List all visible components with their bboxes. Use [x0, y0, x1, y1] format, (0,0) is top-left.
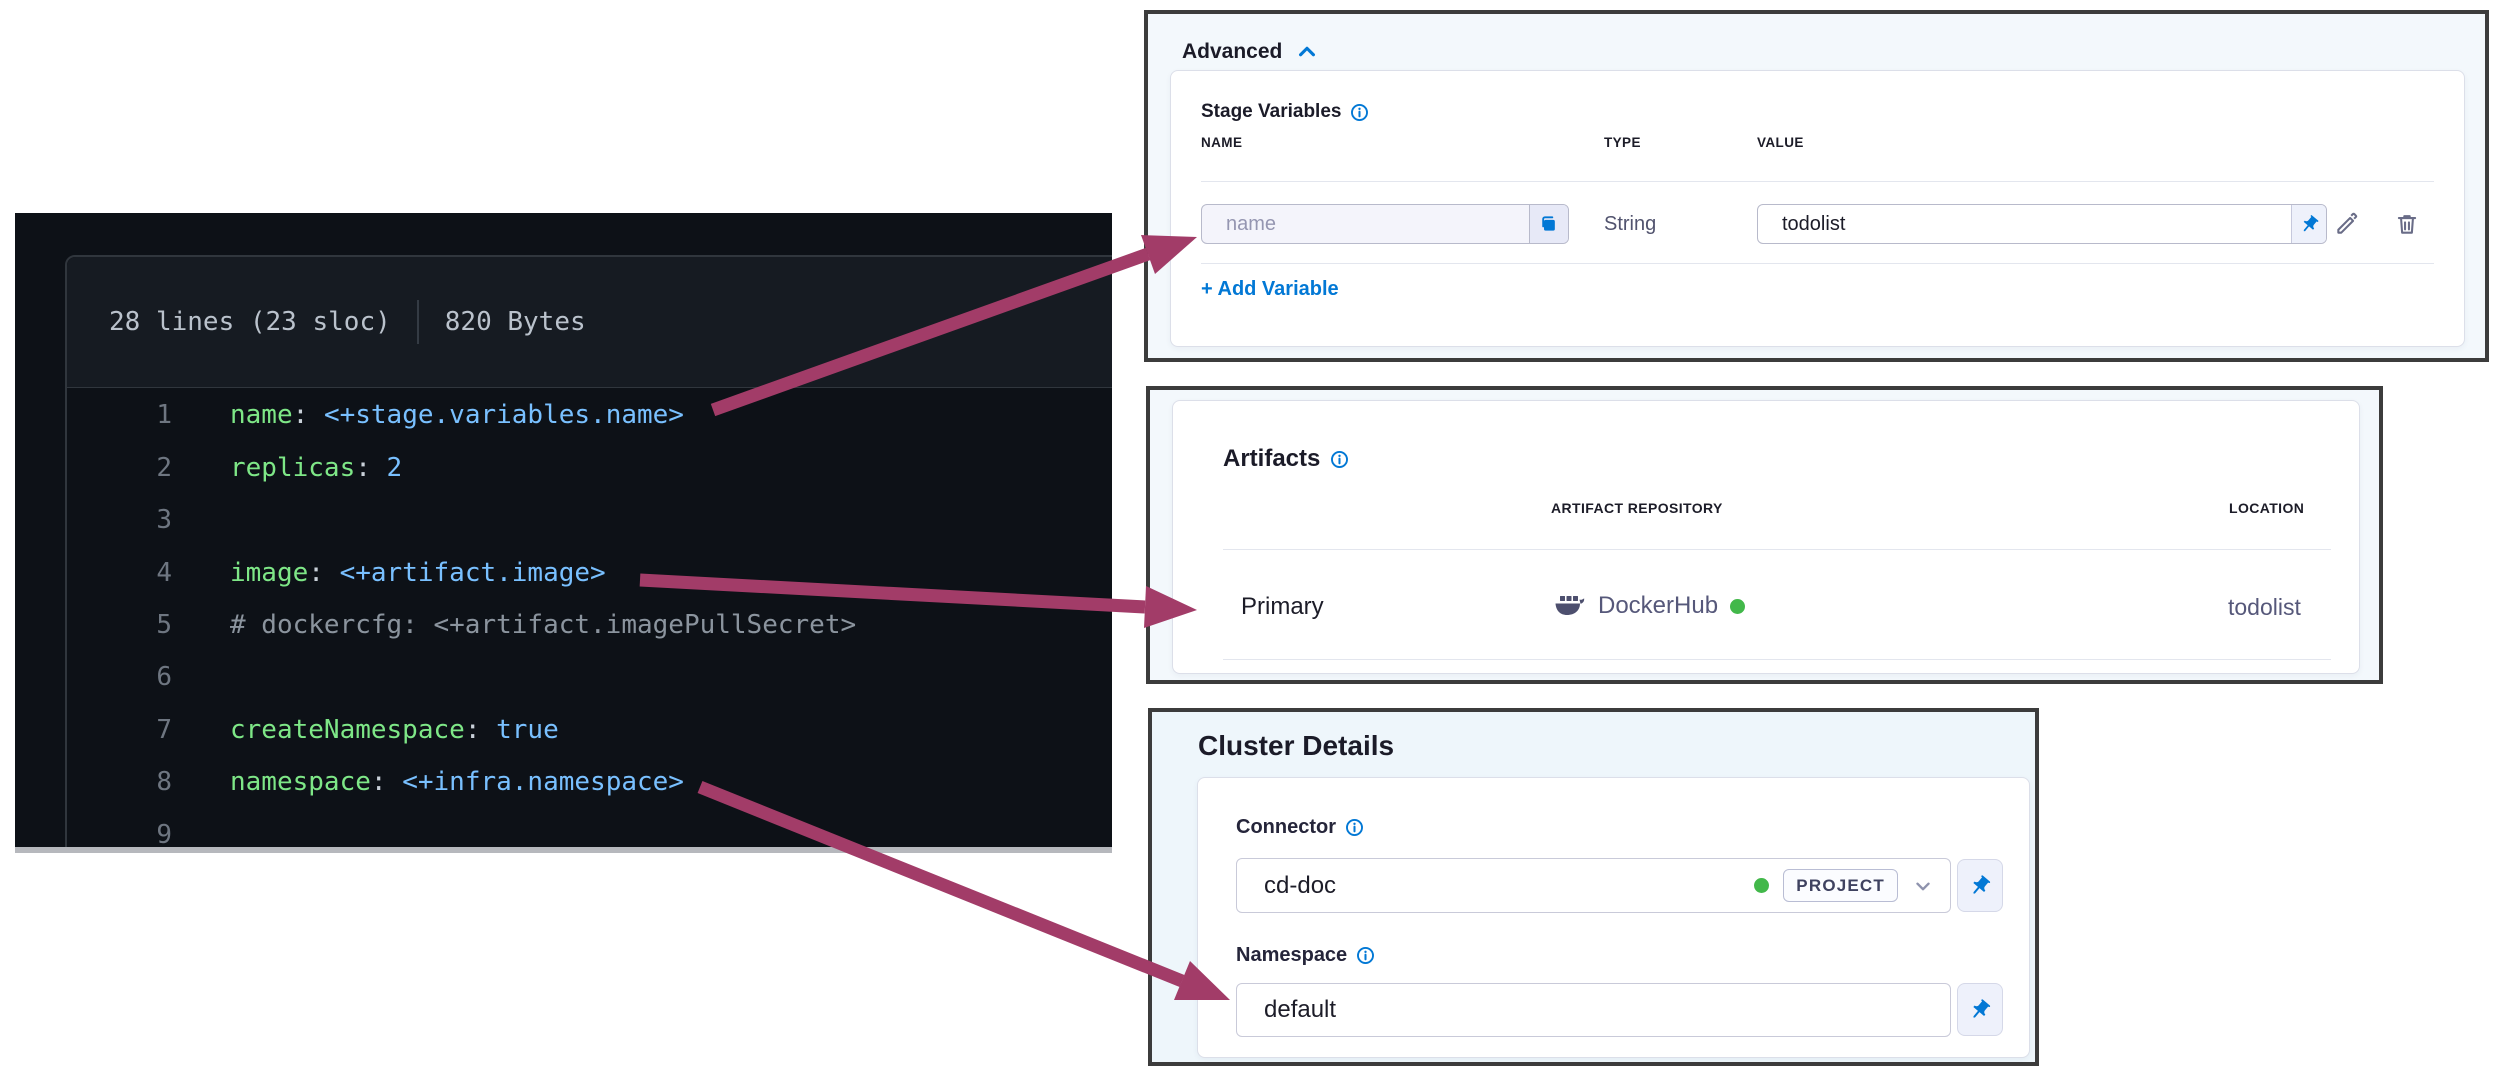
artifact-location-cell: todolist — [2228, 593, 2301, 620]
artifacts-card: Artifacts ARTIFACT REPOSITORY LOCATION P… — [1172, 400, 2360, 674]
delete-icon[interactable] — [2394, 211, 2420, 237]
file-lines-info: 28 lines (23 sloc) — [109, 307, 391, 337]
code-line: 1 name: <+stage.variables.name> — [15, 389, 1112, 441]
code-line-text: name: <+stage.variables.name> — [230, 400, 684, 431]
info-icon[interactable] — [1330, 450, 1349, 469]
file-size-info: 820 Bytes — [444, 307, 586, 337]
add-variable-button[interactable]: + Add Variable — [1201, 278, 1339, 300]
code-line-text: # dockercfg: <+artifact.imagePullSecret> — [230, 609, 857, 640]
line-number: 3 — [156, 505, 172, 536]
stage-variables-header: Stage Variables — [1201, 101, 1369, 123]
column-header-name: NAME — [1201, 135, 1243, 150]
docker-whale-icon — [1555, 596, 1585, 615]
code-line-text: replicas: 2 — [230, 452, 403, 483]
line-number: 9 — [156, 819, 172, 847]
code-lines: 1 name: <+stage.variables.name> 2 replicas:… — [15, 389, 1112, 847]
info-icon[interactable] — [1356, 946, 1375, 965]
pin-icon — [1973, 998, 1991, 1018]
code-line-text: createNamespace: true — [230, 714, 559, 745]
line-number: 2 — [156, 452, 172, 483]
variable-name-input[interactable] — [1202, 205, 1529, 243]
status-dot — [1754, 878, 1770, 893]
line-number: 7 — [156, 714, 172, 745]
code-line-text: namespace: <+infra.namespace> — [230, 767, 684, 798]
cluster-details-panel: Cluster Details Connector PROJECT — [1148, 708, 2039, 1066]
namespace-field — [1236, 983, 1951, 1037]
column-header-type: TYPE — [1604, 135, 1641, 150]
cluster-details-title: Cluster Details — [1198, 730, 1395, 761]
artifact-repository-name: DockerHub — [1598, 592, 1719, 619]
line-number: 8 — [156, 767, 172, 798]
code-line: 6 — [15, 651, 1112, 703]
chevron-down-icon[interactable] — [1912, 875, 1934, 897]
pin-button[interactable] — [1957, 859, 2003, 912]
row-divider — [1223, 659, 2331, 660]
status-dot — [1730, 598, 1746, 614]
copy-icon — [1542, 216, 1555, 231]
code-line: 8 namespace: <+infra.namespace> — [15, 756, 1112, 808]
artifacts-panel: Artifacts ARTIFACT REPOSITORY LOCATION P… — [1146, 386, 2383, 684]
artifact-repository-cell: DockerHub — [1554, 589, 1746, 623]
advanced-header[interactable]: Advanced — [1182, 40, 1318, 64]
line-number: 4 — [156, 557, 172, 588]
advanced-panel: Advanced Stage Variables NAME TYPE VALUE — [1144, 10, 2489, 362]
namespace-label: Namespace — [1236, 944, 1348, 966]
line-number: 5 — [156, 609, 172, 640]
info-icon[interactable] — [1350, 103, 1369, 122]
pin-button[interactable] — [2291, 205, 2326, 243]
copy-button[interactable] — [1529, 205, 1568, 243]
connector-input[interactable] — [1237, 859, 1755, 912]
artifact-row-label: Primary — [1241, 593, 1324, 620]
code-line-text: image: <+artifact.image> — [230, 557, 606, 588]
connector-label-row: Connector — [1236, 816, 1364, 839]
cluster-details-card: Connector PROJECT — [1197, 777, 2030, 1058]
column-header-location: LOCATION — [2229, 500, 2305, 516]
info-icon[interactable] — [1345, 818, 1364, 837]
header-divider — [416, 300, 419, 344]
code-line: 2 replicas: 2 — [15, 441, 1112, 493]
connector-label: Connector — [1236, 816, 1336, 838]
variable-value-field — [1757, 204, 2327, 244]
edit-icon[interactable] — [2334, 211, 2360, 237]
line-number: 6 — [156, 662, 172, 693]
code-viewer: 28 lines (23 sloc) 820 Bytes 1 name: <+st… — [15, 213, 1112, 847]
scope-badge: PROJECT — [1783, 869, 1898, 902]
chevron-up-icon[interactable] — [1296, 41, 1318, 63]
file-header: 28 lines (23 sloc) 820 Bytes — [67, 257, 1112, 388]
column-header-artifact-repository: ARTIFACT REPOSITORY — [1551, 500, 1723, 516]
connector-field: PROJECT — [1236, 858, 1951, 913]
line-number: 1 — [156, 400, 172, 431]
header-divider — [1201, 181, 2434, 182]
column-header-value: VALUE — [1757, 135, 1804, 150]
code-line: 5 # dockercfg: <+artifact.imagePullSecret… — [15, 599, 1112, 651]
namespace-input[interactable] — [1237, 984, 1950, 1036]
pin-icon — [1973, 874, 1991, 894]
code-line: 9 — [15, 809, 1112, 847]
header-divider — [1223, 549, 2331, 550]
variable-value-input[interactable] — [1758, 205, 2291, 243]
stage-variables-card: Stage Variables NAME TYPE VALUE — [1170, 70, 2465, 347]
horizontal-scrollbar[interactable] — [15, 847, 1112, 853]
pin-icon — [2303, 214, 2318, 231]
artifacts-header: Artifacts — [1223, 445, 1349, 473]
row-divider — [1201, 263, 2434, 264]
code-line: 3 — [15, 494, 1112, 546]
artifacts-title: Artifacts — [1223, 445, 1321, 472]
variable-name-field — [1201, 204, 1569, 244]
advanced-title: Advanced — [1182, 40, 1283, 63]
variable-type-cell: String — [1604, 212, 1657, 235]
code-line: 4 image: <+artifact.image> — [15, 546, 1112, 598]
namespace-label-row: Namespace — [1236, 944, 1375, 967]
pin-button[interactable] — [1957, 983, 2003, 1036]
stage-variables-label: Stage Variables — [1201, 101, 1342, 122]
code-line: 7 createNamespace: true — [15, 704, 1112, 756]
